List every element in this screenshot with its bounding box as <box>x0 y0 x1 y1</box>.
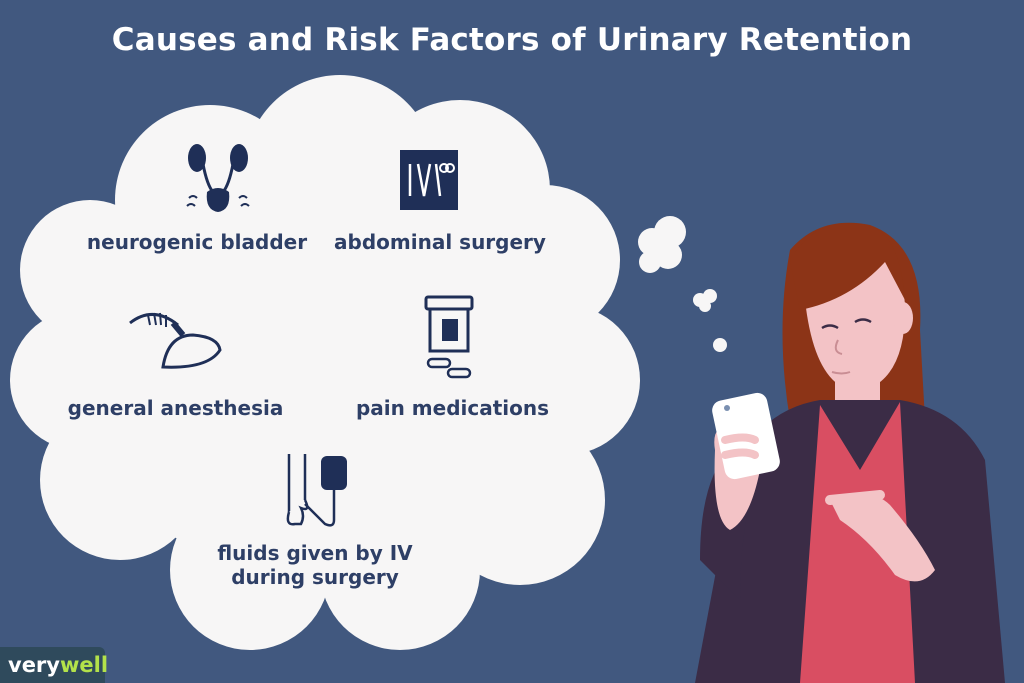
verywell-logo[interactable]: verywell <box>0 647 109 683</box>
thought-bubbles <box>638 216 727 352</box>
logo-text-very: very <box>8 653 60 677</box>
cause-label-neurogenic-bladder: neurogenic bladder <box>86 230 308 254</box>
surgical-tools-icon <box>400 150 458 210</box>
pill-bottle-icon <box>424 295 474 379</box>
thought-cloud <box>10 75 640 650</box>
cause-label-pain-medications: pain medications <box>355 396 550 420</box>
page-title: Causes and Risk Factors of Urinary Reten… <box>111 22 913 58</box>
cause-label-iv-fluids-line1: fluids given by IV <box>217 541 413 565</box>
urinary-system-icon <box>186 144 250 212</box>
logo-text-well: well <box>59 653 109 677</box>
woman-figure <box>695 222 1005 683</box>
cause-label-general-anesthesia: general anesthesia <box>67 396 284 420</box>
cause-label-abdominal-surgery: abdominal surgery <box>334 230 546 254</box>
anesthesia-mask-icon <box>129 312 222 369</box>
iv-drip-icon <box>286 454 347 527</box>
cause-label-iv-fluids-line2: during surgery <box>231 565 399 589</box>
